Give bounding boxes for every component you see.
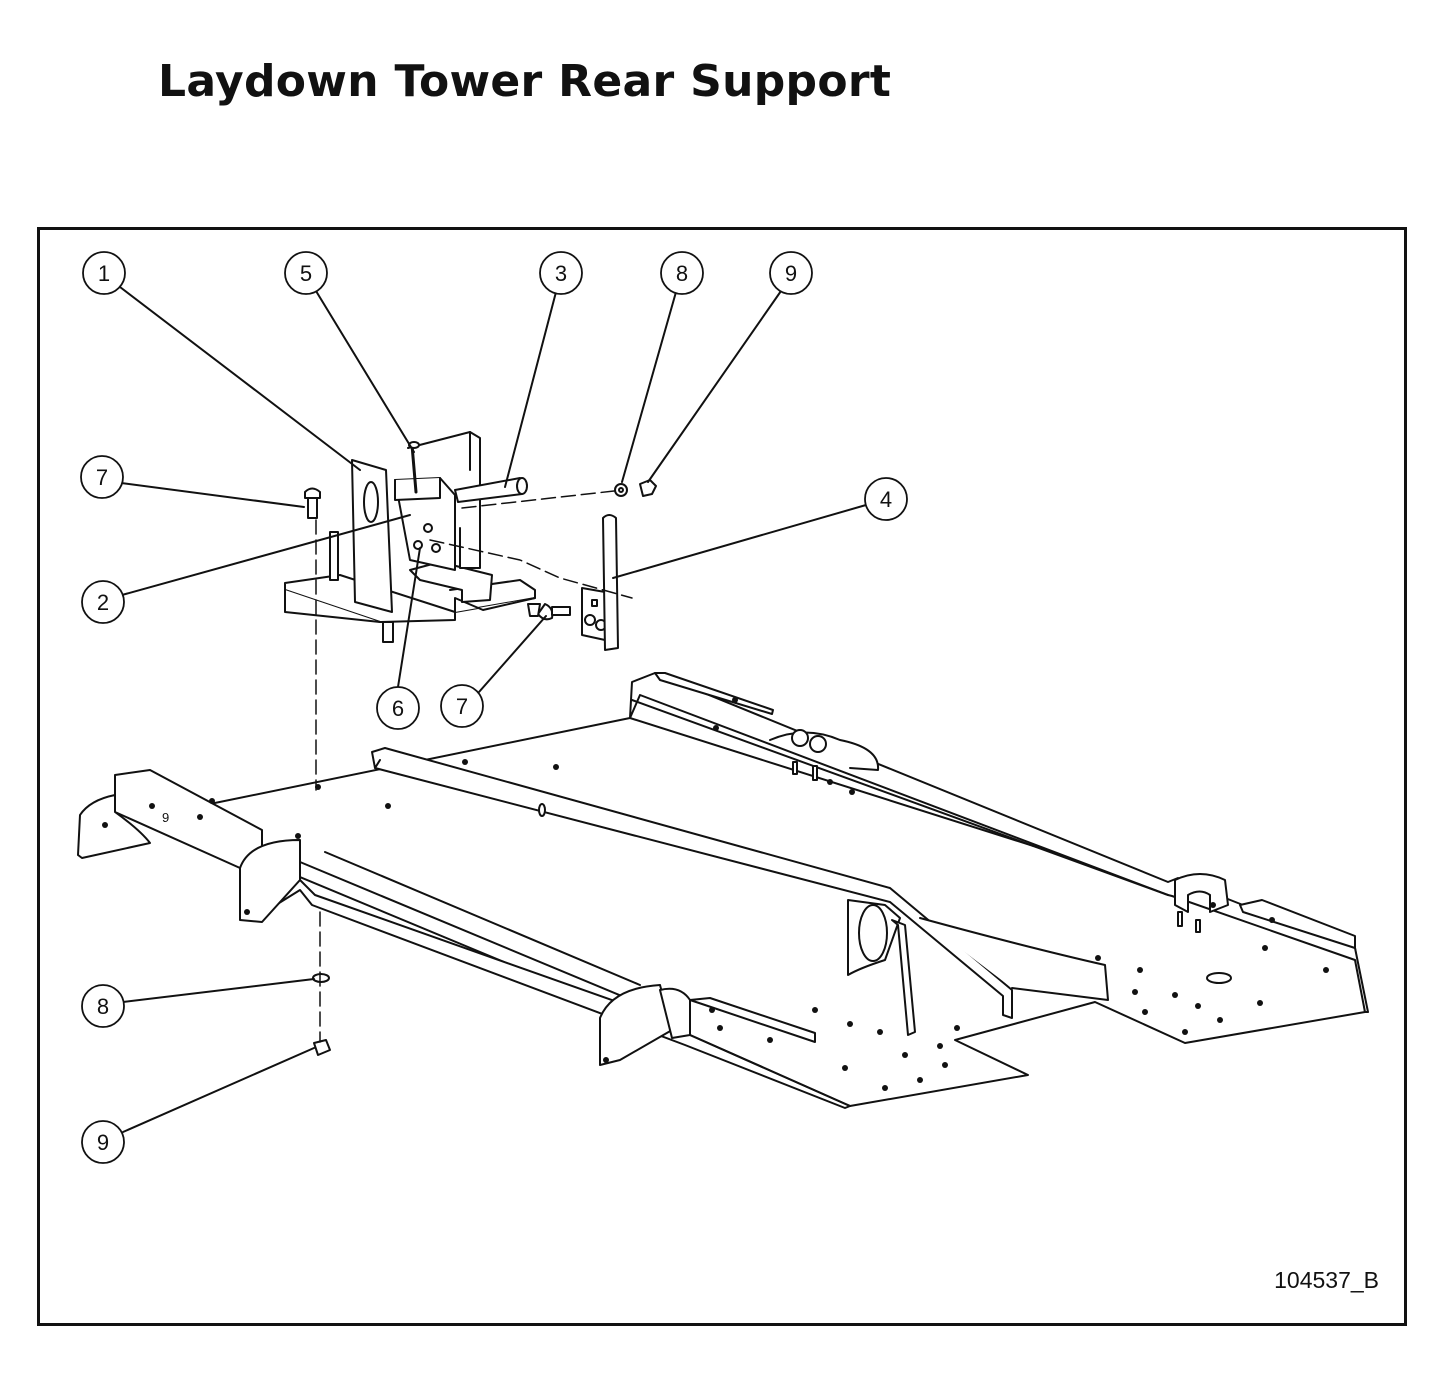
- callout-circle-7b: [440, 684, 484, 728]
- callout-circle-8b: [81, 984, 125, 1028]
- callout-circle-5: [284, 251, 328, 295]
- callout-circle-9b: [81, 1120, 125, 1164]
- page-title: Laydown Tower Rear Support: [158, 56, 892, 107]
- base-frame: 9: [77, 672, 1369, 1109]
- callout-circle-9a: [769, 251, 813, 295]
- callout-label: 2: [97, 590, 109, 615]
- callout-label: 8: [97, 994, 109, 1019]
- callout-label: 7: [456, 694, 468, 719]
- part-marking: 9: [162, 810, 169, 825]
- callout-label: 9: [785, 261, 797, 286]
- callout-circle-7a: [80, 455, 124, 499]
- callout-label: 5: [300, 261, 312, 286]
- drawing-frame: [37, 227, 1407, 1326]
- callout-circle-3: [539, 251, 583, 295]
- callout-circle-1: [82, 251, 126, 295]
- callout-label: 6: [392, 696, 404, 721]
- callout-label: 1: [98, 261, 110, 286]
- callout-label: 4: [880, 487, 892, 512]
- callout-markers: [80, 251, 908, 1164]
- drawing-number: 104537_B: [1274, 1267, 1379, 1293]
- callout-label: 8: [676, 261, 688, 286]
- callout-label: 9: [97, 1130, 109, 1155]
- callout-label: 3: [555, 261, 567, 286]
- leader-lines: [119, 286, 867, 1133]
- callout-circle-2: [81, 580, 125, 624]
- callout-label: 7: [96, 465, 108, 490]
- assembly-path-lines: [315, 490, 633, 1043]
- callout-circle-6: [376, 686, 420, 730]
- tower-support-assembly: [284, 431, 657, 1056]
- callout-circle-4: [864, 477, 908, 521]
- callout-labels: 1 5 3 8 9 7 4 2 6 7 8 9: [96, 261, 892, 1155]
- callout-circle-8a: [660, 251, 704, 295]
